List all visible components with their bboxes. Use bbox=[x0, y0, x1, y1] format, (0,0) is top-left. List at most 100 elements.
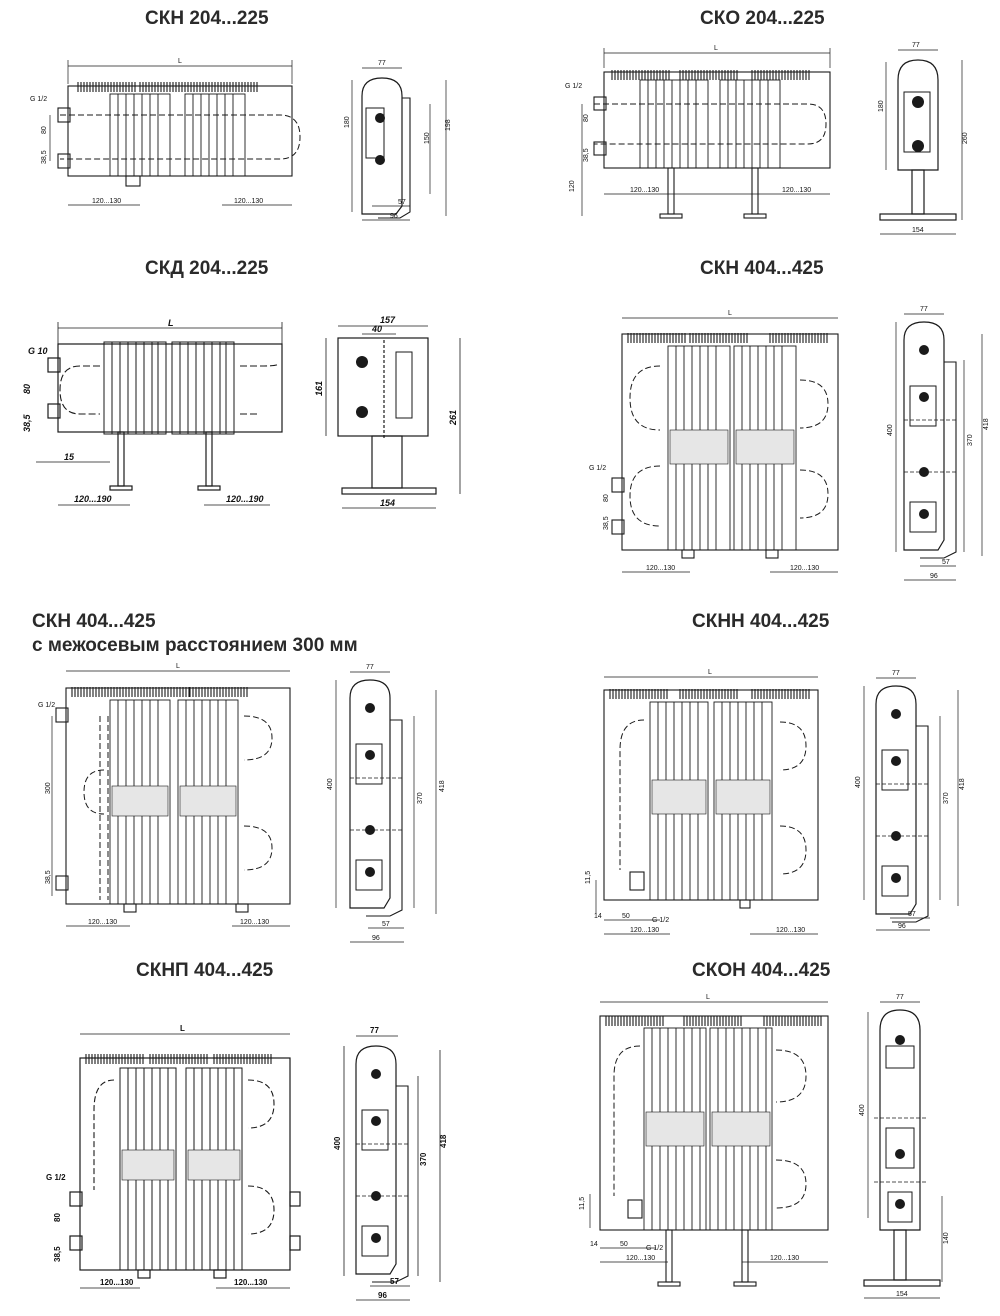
dim-sknn404-370: 370 bbox=[943, 792, 950, 804]
dim-skon404-120-130-left: 120...130 bbox=[626, 1255, 655, 1262]
dim-skn404-120-130-right: 120...130 bbox=[790, 565, 819, 572]
dim-skn404-300-120-130-right: 120...130 bbox=[240, 919, 269, 926]
dim-sknp404-400: 400 bbox=[333, 1136, 342, 1150]
title-skd-204: СКД 204...225 bbox=[145, 258, 269, 279]
label-sknn404-g12: G 1/2 bbox=[652, 917, 669, 924]
dim-skn204-96: 96 bbox=[390, 213, 398, 220]
dim-skn404-418: 418 bbox=[983, 418, 990, 430]
dim-skon404-400: 400 bbox=[859, 1104, 866, 1116]
dim-skn404-300-96: 96 bbox=[372, 935, 380, 942]
dim-skn404-385: 38,5 bbox=[603, 516, 610, 530]
label-skn404-g12: G 1/2 bbox=[589, 465, 606, 472]
dim-sknp404-418: 418 bbox=[439, 1134, 448, 1148]
dim-skn404-77: 77 bbox=[920, 306, 928, 313]
dim-skon404-115: 11,5 bbox=[579, 1197, 586, 1210]
dim-sknp404-370: 370 bbox=[419, 1152, 428, 1166]
dim-skon404-50: 50 bbox=[620, 1241, 628, 1248]
dim-skon404-154: 154 bbox=[896, 1291, 908, 1298]
subtitle-axis-distance: с межосевым расстоянием 300 мм bbox=[32, 635, 358, 656]
front-view-skn-404 bbox=[611, 317, 839, 573]
dim-sknn404-96: 96 bbox=[898, 923, 906, 930]
dim-skd204-261: 261 bbox=[448, 410, 458, 426]
front-view-skn-404-300 bbox=[51, 670, 291, 927]
dim-sko204-80: 80 bbox=[583, 114, 590, 122]
dim-sko204-120-130-left: 120...130 bbox=[630, 187, 659, 194]
front-view-sknp-404 bbox=[69, 1033, 301, 1289]
dim-sknp404-120-130-left: 120...130 bbox=[100, 1278, 134, 1287]
dim-sknn404-50: 50 bbox=[622, 913, 630, 920]
dim-sko204-L: L bbox=[714, 45, 718, 52]
front-view-skd-204 bbox=[36, 322, 283, 506]
dim-skd204-120-190-right: 120...190 bbox=[226, 494, 264, 504]
dim-skn404-300-385: 38,5 bbox=[45, 870, 52, 884]
title-sknp-404: СКНП 404...425 bbox=[136, 960, 274, 981]
dim-skn404-L: L bbox=[728, 310, 732, 317]
title-skn-404-300: СКН 404...425 bbox=[32, 611, 156, 632]
front-view-sko-204 bbox=[581, 48, 831, 219]
side-view-skn-204: 77 180 150 198 57 96 bbox=[344, 60, 452, 221]
dim-sknp404-77: 77 bbox=[370, 1026, 379, 1035]
dim-skn204-150: 150 bbox=[424, 132, 431, 144]
dim-sko204-180: 180 bbox=[878, 100, 885, 112]
label-sknp404-g12: G 1/2 bbox=[46, 1173, 66, 1182]
dim-sko204-120: 120 bbox=[569, 180, 576, 192]
title-skn-404: СКН 404...425 bbox=[700, 258, 824, 279]
dim-skd204-L: L bbox=[168, 318, 174, 328]
dim-sko204-120-130-right: 120...130 bbox=[782, 187, 811, 194]
side-view-skn-404: 77 400 370 418 57 96 bbox=[887, 306, 990, 581]
dim-skn204-80: 80 bbox=[41, 126, 48, 134]
dim-skd204-80: 80 bbox=[22, 384, 32, 394]
side-view-skn-404-300: 77 400 370 418 57 96 bbox=[327, 664, 446, 943]
dim-skn204-120-130-left: 120...130 bbox=[92, 198, 121, 205]
dim-sknn404-120-130-right: 120...130 bbox=[776, 927, 805, 934]
dim-skn204-57: 57 bbox=[398, 199, 406, 206]
front-view-skn-204 bbox=[49, 60, 301, 206]
dim-skn404-300-418: 418 bbox=[439, 780, 446, 792]
dim-skn404-300-370: 370 bbox=[417, 792, 424, 804]
dim-skn404-57: 57 bbox=[942, 559, 950, 566]
side-view-skd-204: 157 40 161 261 154 bbox=[314, 315, 461, 509]
front-view-skon-404 bbox=[589, 1001, 829, 1287]
dim-skn204-180: 180 bbox=[344, 116, 351, 128]
dim-skn404-370: 370 bbox=[967, 434, 974, 446]
dim-sknp404-57: 57 bbox=[390, 1277, 399, 1286]
dim-skn404-300-120-130-left: 120...130 bbox=[88, 919, 117, 926]
dim-sknn404-418: 418 bbox=[959, 778, 966, 790]
title-skon-404: СКОН 404...425 bbox=[692, 960, 831, 981]
dim-skn404-400: 400 bbox=[887, 424, 894, 436]
dim-sknn404-L: L bbox=[708, 669, 712, 676]
dim-skd204-120-190-left: 120...190 bbox=[74, 494, 112, 504]
dim-sknn404-400: 400 bbox=[855, 776, 862, 788]
dim-skd204-385: 38,5 bbox=[22, 413, 32, 432]
dim-skd204-157: 157 bbox=[380, 315, 396, 325]
label-sko204-g12: G 1/2 bbox=[565, 83, 582, 90]
dim-skn404-300-77: 77 bbox=[366, 664, 374, 671]
dim-skon404-77: 77 bbox=[896, 994, 904, 1001]
side-view-sknp-404: 77 400 370 418 57 96 bbox=[333, 1026, 448, 1301]
dim-skn204-120-130-right: 120...130 bbox=[234, 198, 263, 205]
label-skon404-g12: G 1/2 bbox=[646, 1245, 663, 1252]
label-skd204-g10: G 10 bbox=[28, 346, 48, 356]
title-sknn-404: СКНН 404...425 bbox=[692, 611, 830, 632]
dim-skn204-198: 198 bbox=[445, 119, 452, 131]
dim-sko204-154: 154 bbox=[912, 227, 924, 234]
dim-sknp404-120-130-right: 120...130 bbox=[234, 1278, 268, 1287]
dim-skon404-140: 140 bbox=[943, 1232, 950, 1244]
front-view-sknn-404 bbox=[595, 676, 819, 935]
dim-sknn404-120-130-left: 120...130 bbox=[630, 927, 659, 934]
label-skn204-g12: G 1/2 bbox=[30, 96, 47, 103]
dim-skon404-120-130-right: 120...130 bbox=[770, 1255, 799, 1262]
dim-skn404-300-L: L bbox=[176, 663, 180, 670]
dim-skd204-15: 15 bbox=[64, 452, 75, 462]
dim-skn204-77: 77 bbox=[378, 60, 386, 67]
dim-skn404-300-400: 400 bbox=[327, 778, 334, 790]
dim-skon404-14: 14 bbox=[590, 1241, 598, 1248]
title-skn-204: СКН 204...225 bbox=[145, 8, 269, 29]
dim-skn204-385: 38,5 bbox=[41, 150, 48, 164]
dim-skn404-96: 96 bbox=[930, 573, 938, 580]
dim-sknn404-57: 57 bbox=[908, 911, 916, 918]
dim-skon404-L: L bbox=[706, 994, 710, 1001]
dim-sknn404-14: 14 bbox=[594, 913, 602, 920]
